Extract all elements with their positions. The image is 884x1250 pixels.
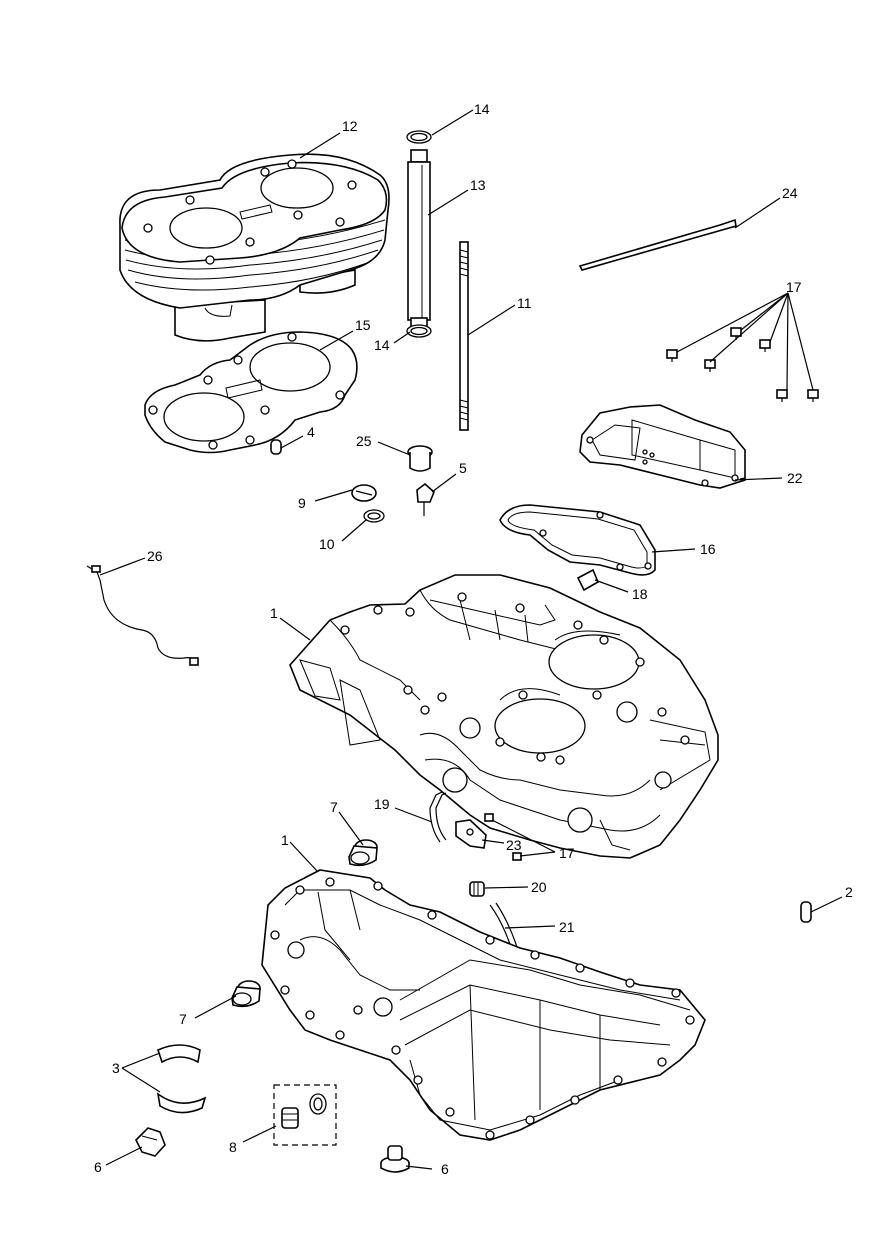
small-screws-part	[484, 813, 522, 861]
callout-3: 3	[112, 1060, 120, 1076]
sump-plug-bottom-part	[380, 1145, 410, 1173]
callout-1-lower: 1	[281, 832, 289, 848]
base-gasket-part	[144, 331, 358, 454]
plug-part	[576, 568, 600, 592]
dowel-pin-part	[800, 901, 812, 923]
callout-2: 2	[845, 884, 853, 900]
callout-20: 20	[531, 879, 547, 895]
callout-17-top: 17	[786, 279, 802, 295]
bearing-shells-part	[156, 1044, 207, 1114]
wire-harness-part	[86, 565, 199, 666]
callout-7-upper: 7	[330, 799, 338, 815]
callout-17-bottom: 17	[559, 845, 575, 861]
callout-23: 23	[506, 837, 522, 853]
bush-upper-part	[348, 839, 378, 867]
callout-15: 15	[355, 317, 371, 333]
callout-14-top: 14	[474, 101, 490, 117]
callout-21: 21	[559, 919, 575, 935]
callout-4: 4	[307, 424, 315, 440]
stud-part	[459, 241, 469, 431]
breather-pipe-part	[429, 791, 447, 843]
bracket-part	[455, 819, 487, 849]
lower-crankcase-part	[261, 869, 706, 1141]
pressure-switch-part	[416, 482, 435, 516]
sump-plug-left-part	[135, 1127, 166, 1157]
callout-10: 10	[319, 536, 335, 552]
filler-cap-part	[351, 484, 377, 502]
oil-pressure-plug-part	[407, 445, 433, 472]
callout-13: 13	[470, 177, 486, 193]
oil-tube-part	[406, 130, 432, 338]
callout-12: 12	[342, 118, 358, 134]
callout-11: 11	[517, 295, 532, 311]
callout-19: 19	[374, 796, 390, 812]
cylinder-block-part	[119, 153, 390, 342]
callout-25: 25	[356, 433, 372, 449]
upper-crankcase-part	[289, 574, 719, 859]
callout-18: 18	[632, 586, 648, 602]
cover-gasket-part	[499, 504, 656, 576]
callout-22: 22	[787, 470, 803, 486]
callout-1-upper: 1	[270, 605, 278, 621]
callout-labels: 12 14 13 24 11 17 15 14 4 25 5 9 22 10 1…	[94, 101, 853, 1177]
dipstick-part	[578, 218, 737, 271]
dowel-part	[270, 439, 282, 455]
callout-5: 5	[459, 460, 467, 476]
callout-26: 26	[147, 548, 163, 564]
callout-6-bottom: 6	[441, 1161, 449, 1177]
callout-24: 24	[782, 185, 798, 201]
filter-element-part	[469, 881, 485, 897]
callout-8: 8	[229, 1139, 237, 1155]
breather-cover-part	[579, 404, 746, 489]
bush-lower-part	[231, 980, 261, 1008]
callout-16: 16	[700, 541, 716, 557]
leader-lines	[99, 109, 843, 1170]
callout-9: 9	[298, 495, 306, 511]
screws-part	[666, 327, 819, 402]
callout-14-bottom: 14	[374, 337, 390, 353]
drain-plug-part	[273, 1084, 337, 1146]
callout-6-left: 6	[94, 1159, 102, 1175]
callout-7-lower: 7	[179, 1011, 187, 1027]
sealing-washer-part	[363, 509, 385, 523]
